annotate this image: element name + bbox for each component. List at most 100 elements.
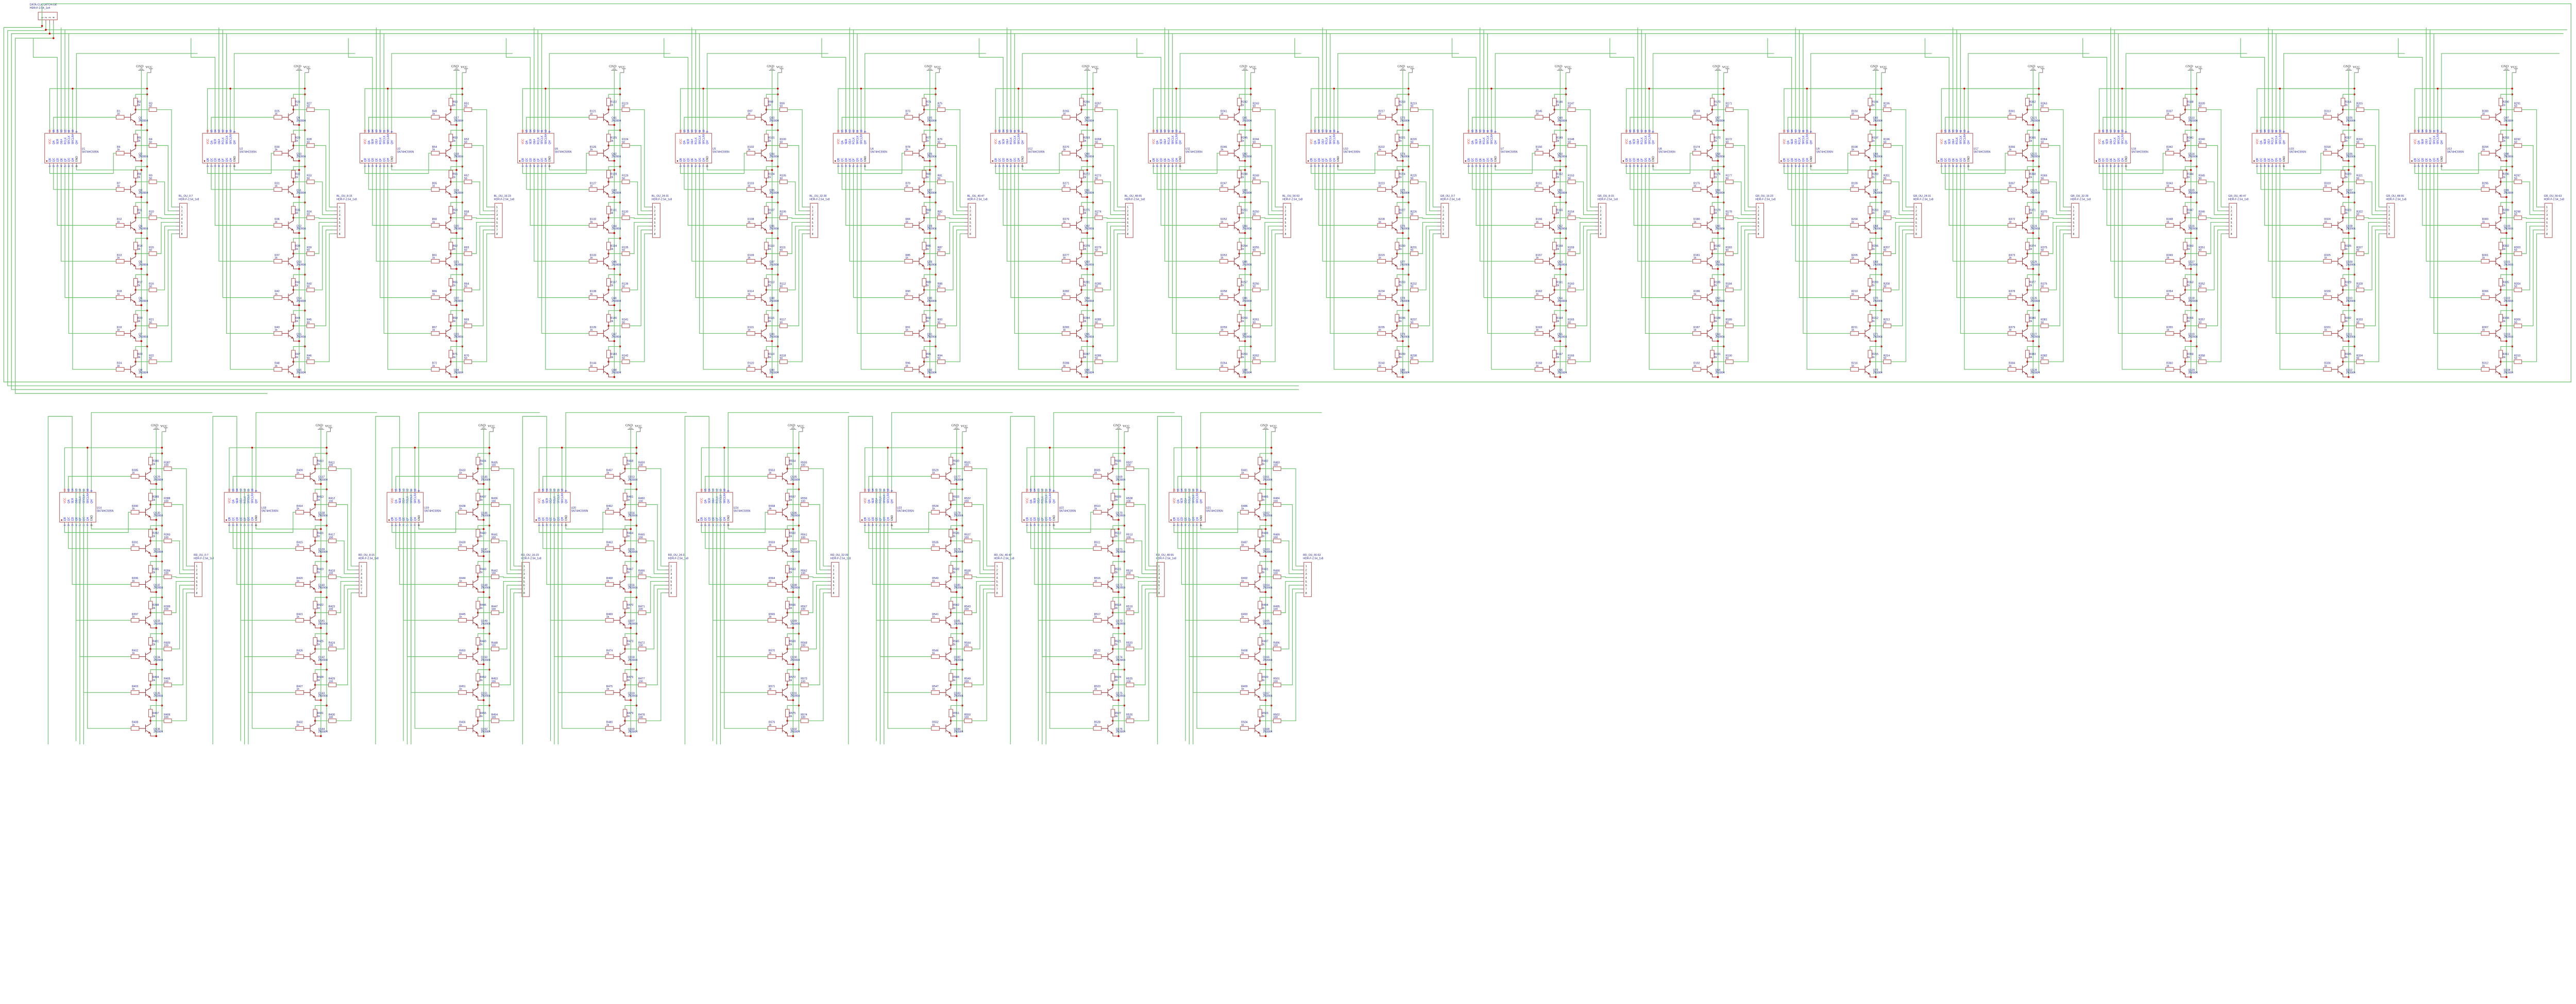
q-output-wire: [226, 167, 274, 334]
pull-resistor-value: 1k: [295, 104, 298, 107]
series-resistor: [148, 179, 157, 184]
ic-pin-number: 7: [1648, 165, 1651, 167]
base-resistor-value: 1k: [2482, 365, 2485, 368]
pull-resistor: [448, 350, 453, 359]
wire: [608, 274, 620, 279]
ic-pin-name: QH: [1963, 158, 1967, 162]
wire: [150, 561, 162, 566]
base-resistor-ref: R192: [1693, 362, 1700, 365]
series-resistor-value: 50: [779, 213, 783, 216]
series-resistor-value: 50: [1884, 141, 1887, 144]
ic-pin-name: VCC: [2256, 139, 2259, 144]
base-resistor: [1850, 259, 1859, 264]
pull-resistor-value: 1k: [1083, 356, 1087, 359]
base-resistor-value: 1k: [1063, 329, 1066, 332]
ic-pin-number: 8: [76, 165, 79, 167]
connector-pin-number: 7: [196, 588, 197, 591]
vcc-wire: [522, 88, 620, 130]
transistor-ref: Q40: [769, 369, 774, 372]
transistor-emitter: [604, 263, 615, 269]
base-resistor: [904, 295, 913, 300]
base-resistor: [1534, 259, 1544, 264]
base-resistor-value: 1k: [117, 185, 120, 188]
base-resistor: [130, 510, 140, 515]
ic-pin-name: SRCLK: [1172, 135, 1175, 144]
ic-reference: U9: [1816, 148, 1820, 151]
pull-resistor-ref: R359: [2187, 353, 2194, 356]
pull-resistor-ref: R104: [768, 173, 775, 176]
wire: [2027, 166, 2039, 171]
pull-resistor-ref: R83: [926, 209, 931, 212]
npn-arrow-icon: [1868, 300, 1870, 303]
pull-resistor-value: 1k: [1083, 176, 1087, 179]
q-output-wire: [699, 167, 747, 334]
pull-resistor-ref: R134: [611, 245, 617, 248]
npn-arrow-icon: [1552, 372, 1555, 375]
ic-pin-number: 12: [853, 129, 856, 132]
series-resistor-ref: R129: [622, 175, 629, 178]
series-resistor: [1567, 107, 1576, 112]
series-resistor-ref: R238: [1411, 354, 1417, 358]
ic-part-number: SN74HC595N: [713, 151, 730, 154]
pull-resistor: [1237, 314, 1242, 322]
ic-gnd-wire: [549, 167, 615, 171]
junction-dot: [2347, 169, 2350, 171]
series-resistor-ref: R195: [1884, 102, 1890, 105]
base-resistor-ref: R324: [2324, 218, 2331, 221]
series-resistor-value: 50: [2514, 321, 2517, 324]
led-output-wire: [787, 181, 807, 215]
series-resistor-value: 50: [2198, 177, 2201, 180]
base-resistor-value: 1k: [1378, 329, 1381, 332]
connector-body: [652, 202, 660, 238]
series-resistor-value: 50: [1568, 213, 1571, 216]
transistor-part: 2N3904: [1084, 120, 1094, 123]
pull-resistor-ref: R218: [1399, 100, 1405, 104]
transistor-emitter: [1549, 263, 1561, 269]
led-output-wire: [2206, 226, 2226, 291]
ic-pin-number: 16: [49, 129, 52, 132]
series-resistor-value: 50: [1252, 285, 1256, 288]
pull-resistor: [1868, 278, 1872, 286]
pull-resistor: [2498, 242, 2503, 250]
connector-pin-number: 3: [196, 573, 197, 576]
led-output-wire: [2206, 181, 2226, 215]
pull-resistor: [148, 565, 153, 573]
base-resistor-value: 1k: [748, 185, 751, 188]
transistor-part: 2N3904: [454, 155, 463, 158]
series-resistor-value: 50: [779, 285, 783, 288]
junction-dot: [2032, 376, 2035, 378]
transistor-emitter: [919, 118, 930, 125]
connector-part: HDR-F-2.54_1x8: [1755, 198, 1775, 201]
wire: [2184, 130, 2197, 134]
qh-chain-wire: [2283, 53, 2405, 130]
pull-resistor: [148, 709, 153, 718]
base-resistor: [431, 331, 440, 336]
base-resistor-ref: R127: [590, 182, 597, 185]
transistor-part: 2N3904: [2504, 155, 2513, 158]
series-resistor: [937, 251, 945, 256]
pull-resistor-ref: R149: [1556, 137, 1563, 140]
ic-pin-number: 14: [371, 129, 375, 132]
series-resistor-ref: R280: [1095, 282, 1101, 285]
led-output-wire: [2048, 222, 2068, 254]
pull-resistor-value: 1k: [295, 320, 298, 323]
connector-name: GR_OU_32-39: [2071, 195, 2089, 198]
ic-pin-number: 12: [1799, 129, 1802, 132]
led-output-wire: [2206, 109, 2226, 208]
transistor-emitter: [446, 263, 457, 269]
pull-resistor: [148, 529, 153, 538]
series-resistor: [2040, 251, 2049, 256]
base-resistor: [130, 546, 140, 551]
junction-dot: [776, 237, 779, 240]
transistor-ref: Q129: [154, 476, 160, 479]
base-resistor-ref: R408: [132, 721, 139, 724]
series-resistor-ref: R141: [622, 318, 629, 321]
ic-part-number: SN74HC595N: [97, 510, 114, 513]
series-resistor-ref: R232: [1411, 282, 1417, 285]
wire: [1870, 274, 1882, 279]
ic-pin-name: QD: [1160, 158, 1163, 162]
